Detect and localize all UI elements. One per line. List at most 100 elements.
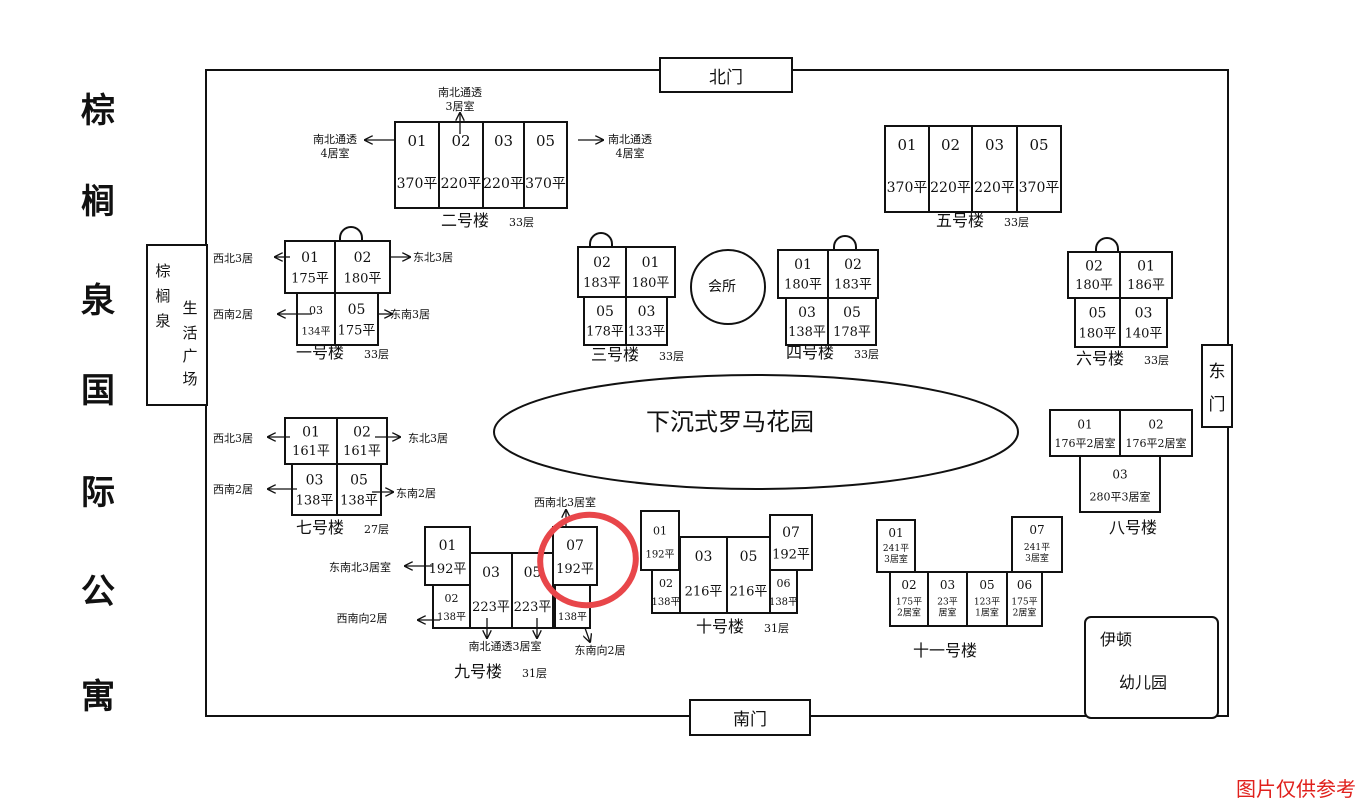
orientation-note: 西南向2居 — [337, 611, 388, 625]
unit-area: 180平 — [1075, 278, 1113, 293]
unit-number: 02 — [1085, 258, 1103, 274]
unit-area: 220平 — [441, 176, 482, 192]
unit-number: 02 — [1148, 417, 1163, 431]
sunken-roman-garden[interactable]: 下沉式罗马花园 — [493, 374, 1019, 490]
life-plaza[interactable]: 棕 榈 泉 生 活 广 场 — [146, 244, 208, 406]
unit-area: 280平3居室 — [1090, 489, 1151, 503]
north-gate[interactable]: 北门 — [659, 57, 793, 93]
unit-number: 03 — [695, 549, 713, 565]
unit-number: 01 — [897, 136, 916, 154]
unit-number: 02 — [593, 255, 611, 271]
unit-02[interactable]: 02 220平 — [928, 125, 973, 213]
unit-area: 220平 — [930, 180, 971, 196]
bay-window-shape — [833, 235, 857, 250]
unit-outline — [827, 297, 877, 346]
unit-02[interactable]: 02 176平2居室 — [1119, 409, 1193, 457]
unit-number: 05 — [350, 472, 368, 488]
unit-area: 220平 — [974, 180, 1015, 196]
east-gate[interactable]: 东 门 — [1201, 344, 1233, 428]
unit-number: 02 — [941, 136, 960, 154]
unit-area: 192平 — [556, 562, 594, 577]
unit-area: 216平 — [730, 585, 768, 600]
unit-number: 01 — [407, 132, 426, 150]
unit-02[interactable]: 02 180平 — [1067, 251, 1121, 299]
arrow-icon — [585, 627, 590, 642]
unit-area: 370平 — [1019, 180, 1060, 196]
eton-kindergarten[interactable]: 伊顿 幼儿园 — [1084, 616, 1219, 719]
unit-area: 161平 — [292, 444, 330, 459]
highlight-circle — [537, 511, 639, 609]
unit-area: 220平 — [483, 176, 524, 192]
garden-label: 下沉式罗马花园 — [646, 408, 814, 436]
unit-outline — [284, 417, 338, 465]
unit-area: 23平 — [937, 596, 957, 607]
unit-number: 05 — [536, 132, 555, 150]
building-floors: 33层 — [1144, 354, 1169, 367]
clubhouse[interactable]: 会所 — [690, 249, 766, 325]
unit-number: 03 — [482, 565, 500, 581]
unit-outline — [640, 510, 680, 571]
unit-area: 176平2居室 — [1126, 436, 1187, 450]
building-name: 五号楼 — [936, 211, 984, 230]
south-gate[interactable]: 南门 — [689, 699, 811, 736]
building-floors: 31层 — [764, 622, 789, 635]
unit-number: 05 — [843, 305, 861, 321]
